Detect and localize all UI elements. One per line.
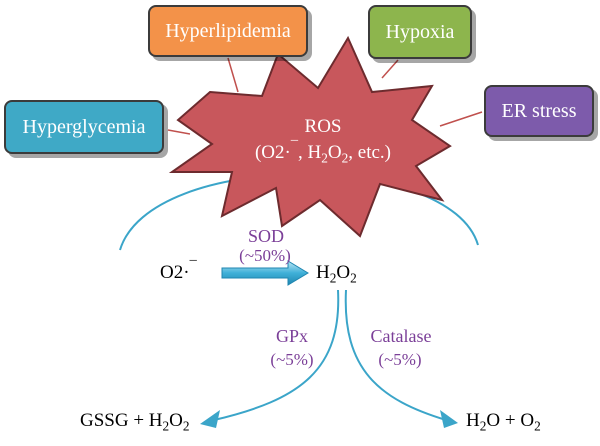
superoxide-minus: ¯: [189, 258, 197, 275]
ros-comma-h: , H: [298, 142, 322, 163]
gpx-product-prefix: GSSG + H: [80, 410, 163, 431]
ros-star: [168, 35, 452, 238]
sod-percent-label: (~50%): [222, 246, 308, 266]
gpx-product-sub1: 2: [162, 418, 170, 434]
hyperlipidemia-box: Hyperlipidemia: [148, 5, 308, 57]
ros-sub-2b: 2: [341, 150, 349, 166]
catalase-product-sub1: 2: [479, 418, 487, 434]
hyperglycemia-label: Hyperglycemia: [22, 115, 146, 138]
gpx-enzyme-label: GPx: [262, 326, 322, 347]
gpx-product-o: O: [169, 410, 183, 431]
connector-er-stress: [439, 111, 483, 127]
gpx-pct: (~5%): [270, 350, 314, 369]
catalase-text: Catalase: [370, 326, 432, 346]
h2o2-h: H: [316, 262, 330, 283]
h2o2-sub1: 2: [329, 270, 337, 286]
gpx-percent-label: (~5%): [256, 350, 328, 370]
sod-text: SOD: [247, 226, 284, 246]
connector-hyperlipidemia: [227, 57, 239, 93]
arrowhead-catalase: [440, 410, 458, 428]
arrowhead-gpx: [200, 410, 220, 428]
sod-arrow: [221, 260, 309, 286]
catalase-product: H2O + O2: [466, 410, 541, 434]
ros-title: ROS: [268, 116, 378, 138]
gpx-text: GPx: [275, 326, 308, 346]
sod-pct: (~50%): [239, 246, 291, 265]
ros-sub-2a: 2: [321, 150, 328, 166]
h2o2-product: H2O2: [316, 262, 357, 286]
connector-hypoxia: [381, 59, 399, 79]
sod-enzyme-label: SOD: [226, 226, 306, 247]
ros-o: O: [327, 142, 342, 163]
ros-tail: , etc.): [348, 142, 392, 163]
ros-title-text: ROS: [304, 116, 342, 137]
ros-minus: ¯: [290, 138, 298, 155]
hyperglycemia-box: Hyperglycemia: [4, 100, 164, 154]
catalase-product-h: H: [466, 410, 480, 431]
er-stress-box: ER stress: [484, 85, 594, 137]
h2o2-o: O: [336, 262, 351, 283]
catalase-product-sub2: 2: [534, 418, 541, 434]
hypoxia-label: Hypoxia: [385, 20, 455, 43]
catalase-enzyme-label: Catalase: [356, 326, 446, 347]
superoxide-text: O2·: [160, 262, 190, 283]
branch-catalase: [344, 289, 447, 421]
branch-gpx: [213, 289, 340, 421]
hyperlipidemia-label: Hyperlipidemia: [165, 19, 291, 42]
ros-open: (O2·: [254, 142, 291, 163]
superoxide-reactant: O2·¯: [160, 258, 197, 284]
gpx-product: GSSG + H2O2: [80, 410, 190, 434]
hypoxia-box: Hypoxia: [368, 5, 472, 59]
ros-species: (O2·¯, H2O2, etc.): [228, 138, 418, 166]
h2o2-sub2: 2: [350, 270, 357, 286]
gpx-product-sub2: 2: [182, 418, 190, 434]
catalase-product-mid: O + O: [486, 410, 535, 431]
catalase-pct: (~5%): [378, 350, 422, 369]
catalase-percent-label: (~5%): [364, 350, 436, 370]
connector-hyperglycemia: [167, 129, 191, 135]
er-stress-label: ER stress: [501, 99, 577, 122]
